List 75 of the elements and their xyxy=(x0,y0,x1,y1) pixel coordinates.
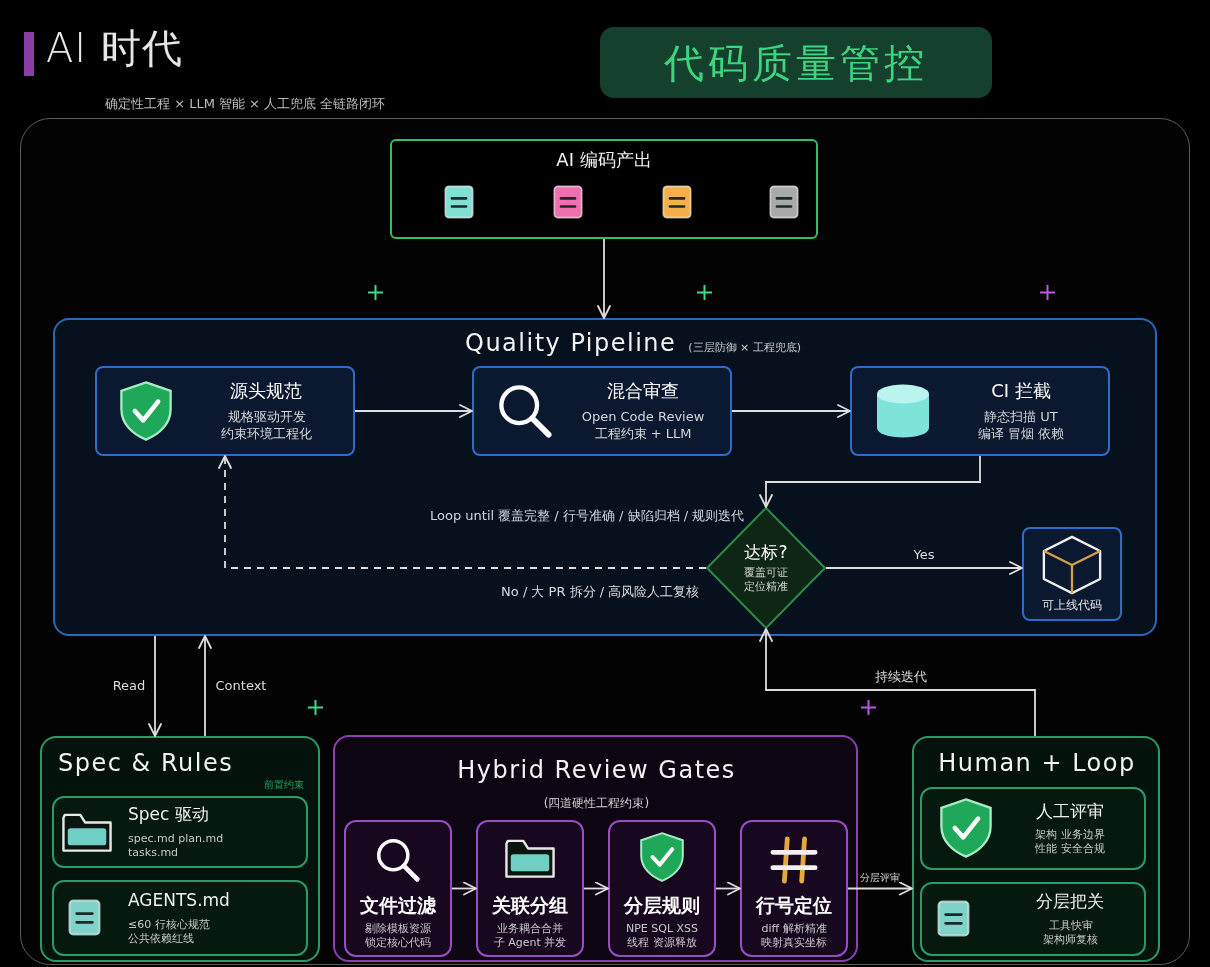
node-detail: 工具快审架构师复核 xyxy=(1042,918,1098,947)
process-box xyxy=(95,366,355,456)
subtitle: 确定性工程 × LLM 智能 × 人工兜底 全链路闭环 xyxy=(105,95,386,113)
info-card xyxy=(52,796,308,868)
section-tag: 前置约束 xyxy=(264,778,304,792)
edge-label: 持续迭代 xyxy=(874,669,927,685)
node-detail: ≤60 行核心规范公共依赖红线 xyxy=(128,917,211,946)
node-title: 源头规范 xyxy=(230,379,302,403)
node-title: 关联分组 xyxy=(492,894,568,918)
arrow xyxy=(847,881,913,896)
node-title: 分层把关 xyxy=(1036,891,1104,913)
node-detail: 覆盖可证定位精准 xyxy=(743,566,789,595)
node-detail: diff 解析精准映射真实坐标 xyxy=(760,921,828,950)
dashed-arrow xyxy=(218,455,707,569)
edge-label: Read xyxy=(112,678,146,694)
section-subtitle: (三层防御 × 工程兜底) xyxy=(688,340,802,355)
process-box xyxy=(850,366,1110,456)
edge-label: Context xyxy=(215,678,267,694)
heading-text: 代码质量管控 xyxy=(664,38,928,88)
gate-card xyxy=(608,820,716,957)
pipeline-panel xyxy=(53,318,1157,636)
node-title: AGENTS.md xyxy=(128,890,230,912)
node-detail: spec.md plan.md tasks.md xyxy=(128,831,225,860)
node-title: 文件过滤 xyxy=(360,894,436,918)
node-detail: 静态扫描 UT 编译 冒烟 依赖 xyxy=(976,408,1066,443)
process-box xyxy=(472,366,732,456)
node-title: 达标? xyxy=(744,541,788,564)
arrow xyxy=(759,628,1036,737)
arrow xyxy=(759,455,981,508)
edge-label: Yes xyxy=(913,547,935,563)
group-panel xyxy=(333,735,858,962)
node-title: CI 拦截 xyxy=(991,379,1051,403)
node-title: AI 编码产出 xyxy=(556,149,652,172)
output-box xyxy=(1022,527,1122,621)
gate-card xyxy=(344,820,452,957)
node-title: 可上线代码 xyxy=(1042,598,1102,613)
info-card xyxy=(920,882,1146,956)
arrow xyxy=(597,238,611,319)
arrow xyxy=(451,881,477,896)
annotation: Loop until 覆盖完整 / 行号准确 / 缺陷归档 / 规则迭代 xyxy=(430,507,745,525)
node-title: 人工评审 xyxy=(1036,800,1104,823)
section-title: Hybrid Review Gates xyxy=(457,755,736,785)
group-panel xyxy=(40,736,320,962)
gate-card xyxy=(476,820,584,957)
gate-card xyxy=(740,820,848,957)
arrow xyxy=(731,404,851,418)
source-box xyxy=(390,139,818,239)
arrow xyxy=(198,635,212,737)
node-title: 行号定位 xyxy=(756,894,832,918)
edge-label: No / 大 PR 拆分 / 高风险人工复核 xyxy=(501,584,700,600)
heading-panel xyxy=(600,27,992,98)
decision-diamond xyxy=(706,507,826,629)
section-title: Spec & Rules xyxy=(58,748,234,778)
node-detail: NPE SQL XSS 线程 资源释放 xyxy=(624,921,700,950)
node-title: 分层规则 xyxy=(624,894,700,918)
node-detail: 业务耦合合并子 Agent 并发 xyxy=(492,921,568,950)
node-title: 混合审查 xyxy=(607,379,679,403)
page-title: AI 时代 xyxy=(46,24,183,73)
group-panel xyxy=(912,736,1160,962)
node-title: Spec 驱动 xyxy=(128,804,209,826)
node-detail: 剔除模板资源锁定核心代码 xyxy=(364,921,432,950)
arrow xyxy=(715,881,741,896)
edge-label: 分层评审 xyxy=(860,870,900,885)
arrow xyxy=(825,561,1023,575)
section-subtitle: (四道硬性工程约束) xyxy=(543,795,650,812)
arrow xyxy=(583,881,609,896)
section-title: Human + Loop xyxy=(938,748,1136,778)
node-detail: Open Code Review 工程约束 + LLM xyxy=(580,408,706,443)
arrow xyxy=(354,404,473,418)
node-detail: 规格驱动开发约束环境工程化 xyxy=(220,408,312,443)
arrow xyxy=(148,635,162,737)
node-detail: 架构 业务边界性能 安全合规 xyxy=(1034,828,1106,857)
info-card xyxy=(920,787,1146,870)
section-title: Quality Pipeline xyxy=(465,328,677,358)
info-card xyxy=(52,880,308,956)
